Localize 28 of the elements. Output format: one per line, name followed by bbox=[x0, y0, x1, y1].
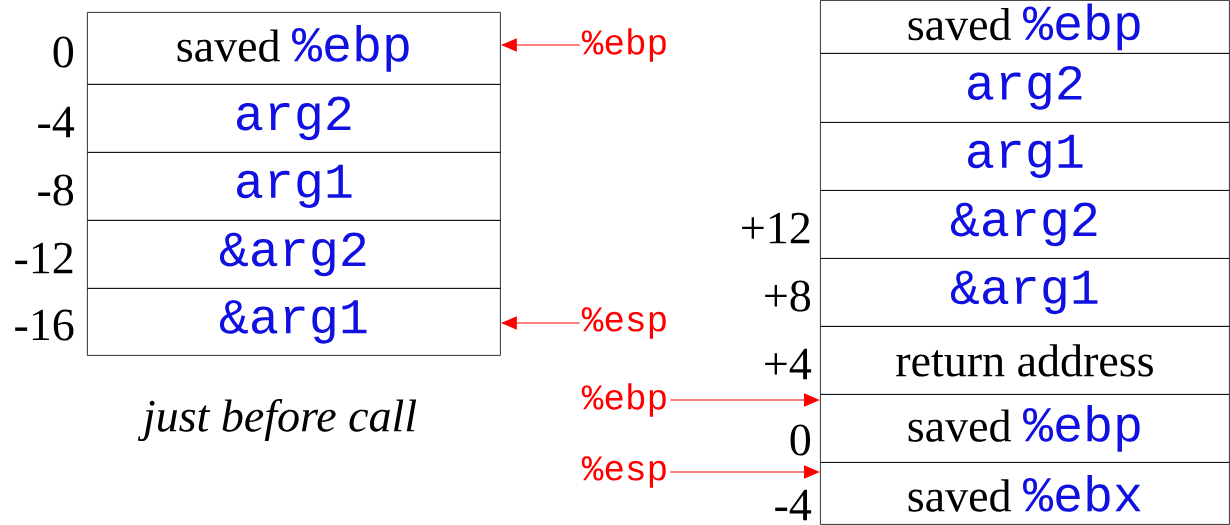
offset-label: +8 bbox=[765, 280, 811, 312]
stack-cell: saved %ebx bbox=[820, 462, 1230, 525]
offset-label: -4 bbox=[38, 106, 75, 138]
stack-cell: arg1 bbox=[820, 122, 1230, 191]
offset-label: 0 bbox=[53, 36, 74, 68]
register-label: %ebp bbox=[581, 383, 666, 417]
stack-cell: arg1 bbox=[87, 152, 501, 221]
offset-label: -16 bbox=[15, 309, 74, 341]
offset-label: -4 bbox=[775, 489, 812, 521]
offset-label: -8 bbox=[38, 174, 74, 206]
register-label: %ebp bbox=[581, 28, 666, 62]
offset-label: 0 bbox=[790, 424, 811, 456]
stack-cell: saved %ebp bbox=[87, 12, 501, 85]
stack-cell: &arg1 bbox=[820, 258, 1230, 327]
stack-cell: &arg1 bbox=[87, 288, 501, 356]
stack-cell: &arg2 bbox=[87, 220, 501, 289]
stack-cell: arg2 bbox=[87, 84, 501, 153]
register-label: %esp bbox=[581, 307, 666, 339]
offset-label: +4 bbox=[765, 348, 812, 380]
register-label: %esp bbox=[581, 456, 666, 488]
stack-cell: arg2 bbox=[820, 53, 1230, 123]
stack-cell: saved %ebp bbox=[820, 0, 1230, 54]
stack-cell: return address bbox=[820, 326, 1230, 395]
stack-cell: &arg2 bbox=[820, 190, 1230, 259]
caption: just before call bbox=[137, 398, 417, 442]
offset-label: +12 bbox=[742, 212, 810, 244]
stack-cell: saved %ebp bbox=[820, 394, 1230, 463]
offset-label: -12 bbox=[15, 242, 73, 274]
